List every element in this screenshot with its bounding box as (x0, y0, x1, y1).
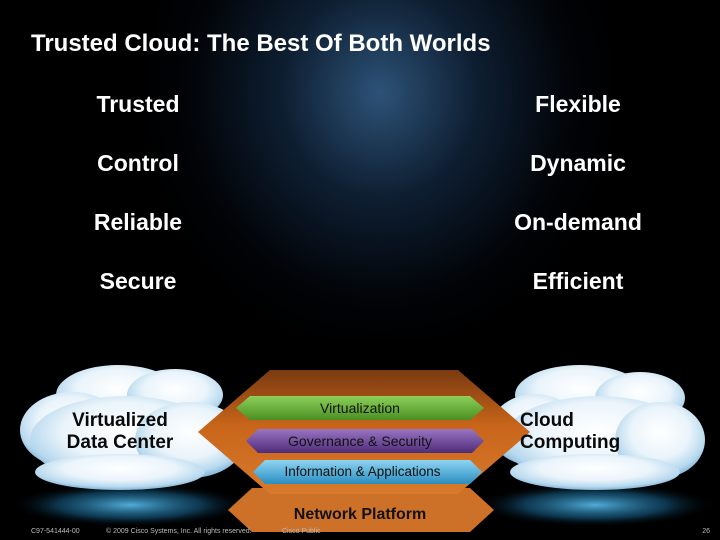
right-cloud-glow (475, 483, 715, 527)
left-attribute-4: Secure (99, 268, 177, 294)
footer-doc-id: C97-541444-00 (31, 528, 80, 535)
right-cloud-label: Cloud Computing (520, 410, 620, 454)
left-attribute-1: Trusted (96, 91, 180, 117)
governance-label: Governance & Security (288, 433, 432, 449)
left-cloud-label: Virtualized Data Center (50, 410, 190, 454)
information-band (253, 460, 482, 484)
left-cloud-line1: Virtualized (72, 410, 168, 431)
network-platform-label: Network Platform (293, 506, 427, 523)
governance-band (246, 429, 484, 453)
left-attribute-3: Reliable (93, 209, 183, 235)
right-cloud-line2: Computing (520, 432, 621, 453)
left-cloud-glow (10, 483, 250, 527)
footer-classification: Cisco Public (282, 528, 321, 535)
virtualization-band (236, 396, 484, 420)
right-attribute-2: Dynamic (530, 150, 626, 176)
right-attribute-1: Flexible (535, 91, 621, 117)
right-cloud-line1: Cloud (520, 410, 574, 431)
slide-title: Trusted Cloud: The Best Of Both Worlds (31, 30, 491, 57)
footer-copyright: © 2009 Cisco Systems, Inc. All rights re… (106, 528, 252, 535)
information-label: Information & Applications (284, 464, 441, 479)
right-cloud (490, 365, 705, 490)
footer-page-number: 26 (702, 528, 710, 535)
network-platform-band (228, 488, 494, 532)
right-attribute-3: On-demand (514, 209, 642, 235)
virtualization-label: Virtualization (320, 400, 400, 416)
right-attribute-4: Efficient (532, 268, 624, 294)
left-attribute-2: Control (97, 150, 179, 176)
left-cloud-line2: Data Center (66, 432, 174, 453)
